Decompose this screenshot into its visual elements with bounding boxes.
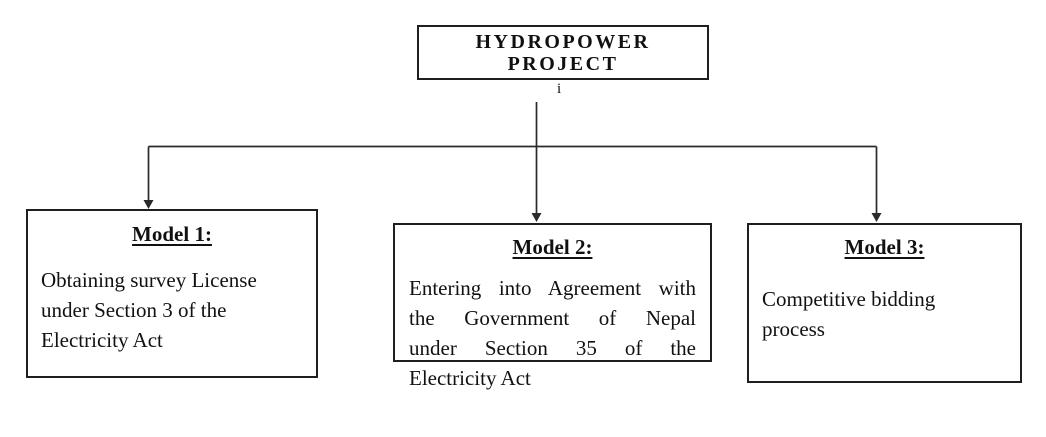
model-2-heading: Model 2:	[512, 235, 593, 259]
model-1-body: Obtaining survey License under Section 3…	[41, 268, 257, 352]
root-node-title: HYDROPOWER PROJECT	[475, 30, 651, 75]
arrowhead-down-icon	[871, 213, 882, 222]
model-1-node: Model 1: Obtaining survey License under …	[26, 209, 318, 378]
arrowhead-down-icon	[143, 200, 154, 209]
model-3-body: Competitive bidding process	[762, 287, 936, 341]
model-1-heading: Model 1:	[132, 222, 212, 246]
model-2-body: Entering into Agreement with the Governm…	[409, 276, 696, 360]
model-3-node: Model 3: Competitive bidding process	[747, 223, 1022, 383]
model-2-node: Model 2: Entering into Agreement with th…	[393, 223, 712, 390]
footnote-marker: i	[557, 81, 562, 97]
arrowhead-down-icon	[531, 213, 542, 222]
model-3-heading: Model 3:	[844, 235, 925, 259]
model-2-body-overflow: Electricity Act	[409, 366, 531, 390]
root-node-hydropower-project: HYDROPOWER PROJECT	[417, 25, 709, 80]
